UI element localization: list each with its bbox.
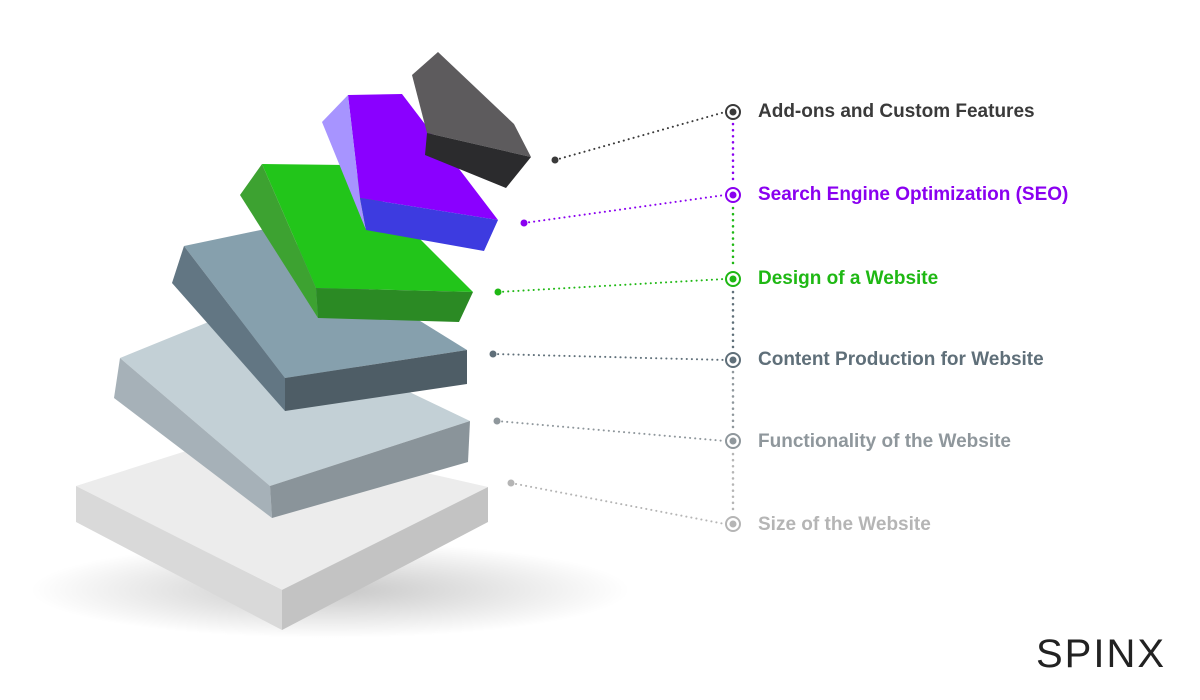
- layer-label-addons: Add-ons and Custom Features: [758, 102, 1035, 121]
- marker-core-seo: [730, 192, 737, 199]
- leader-line-design: [498, 279, 725, 292]
- marker-core-content: [730, 357, 737, 364]
- leader-dot-design: [495, 289, 502, 296]
- layer-label-functionality: Functionality of the Website: [758, 432, 1011, 451]
- layer-label-content: Content Production for Website: [758, 350, 1044, 369]
- leader-dot-addons: [552, 157, 559, 164]
- leader-line-seo: [524, 195, 725, 223]
- marker-core-design: [730, 276, 737, 283]
- leader-dot-size: [508, 480, 515, 487]
- leader-line-addons: [555, 112, 725, 160]
- leader-dot-content: [490, 351, 497, 358]
- marker-core-addons: [730, 109, 737, 116]
- layer-label-design: Design of a Website: [758, 269, 938, 288]
- leader-line-size: [511, 483, 725, 524]
- marker-core-functionality: [730, 438, 737, 445]
- leader-dot-seo: [521, 220, 528, 227]
- spinx-logo: SPINX: [1036, 634, 1166, 674]
- leader-dot-functionality: [494, 418, 501, 425]
- marker-core-size: [730, 521, 737, 528]
- leader-line-functionality: [497, 421, 725, 441]
- leader-line-content: [493, 354, 725, 360]
- layer-label-seo: Search Engine Optimization (SEO): [758, 185, 1068, 204]
- layer-label-size: Size of the Website: [758, 515, 931, 534]
